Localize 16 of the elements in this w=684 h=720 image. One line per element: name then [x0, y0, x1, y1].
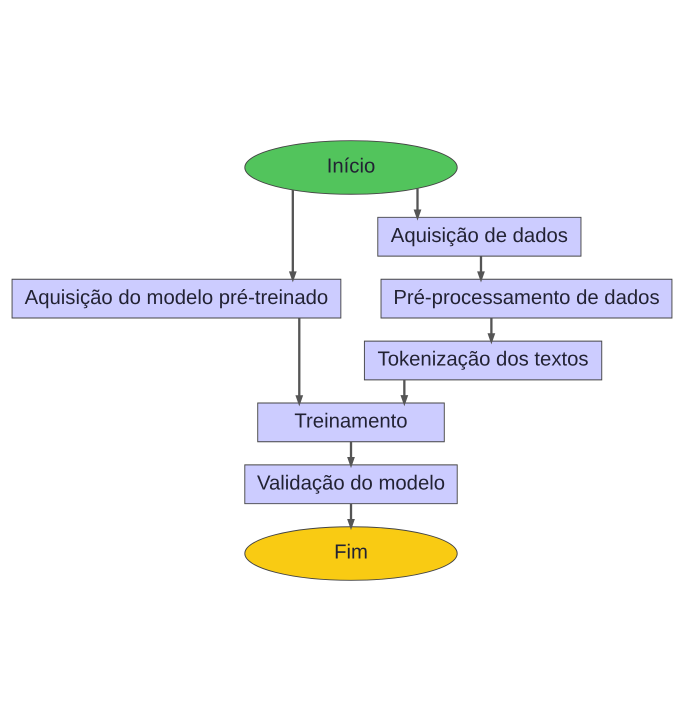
node-box: Aquisição de dados [377, 216, 582, 256]
arrow [477, 256, 485, 282]
arrow [295, 318, 304, 406]
arrow [288, 190, 297, 282]
arrow [347, 441, 355, 468]
arrow [347, 503, 355, 530]
node-ellipse: Fim [244, 526, 458, 580]
node-ellipse: Início [244, 140, 458, 194]
arrow [488, 318, 496, 344]
arrow [414, 188, 422, 220]
node-box: Pré-processamento de dados [380, 278, 672, 318]
node-box: Validação do modelo [244, 464, 458, 504]
node-box: Tokenização dos textos [364, 340, 602, 380]
arrow [400, 380, 408, 406]
node-box: Treinamento [257, 402, 445, 442]
node-box: Aquisição do modelo pré-treinado [12, 278, 342, 318]
